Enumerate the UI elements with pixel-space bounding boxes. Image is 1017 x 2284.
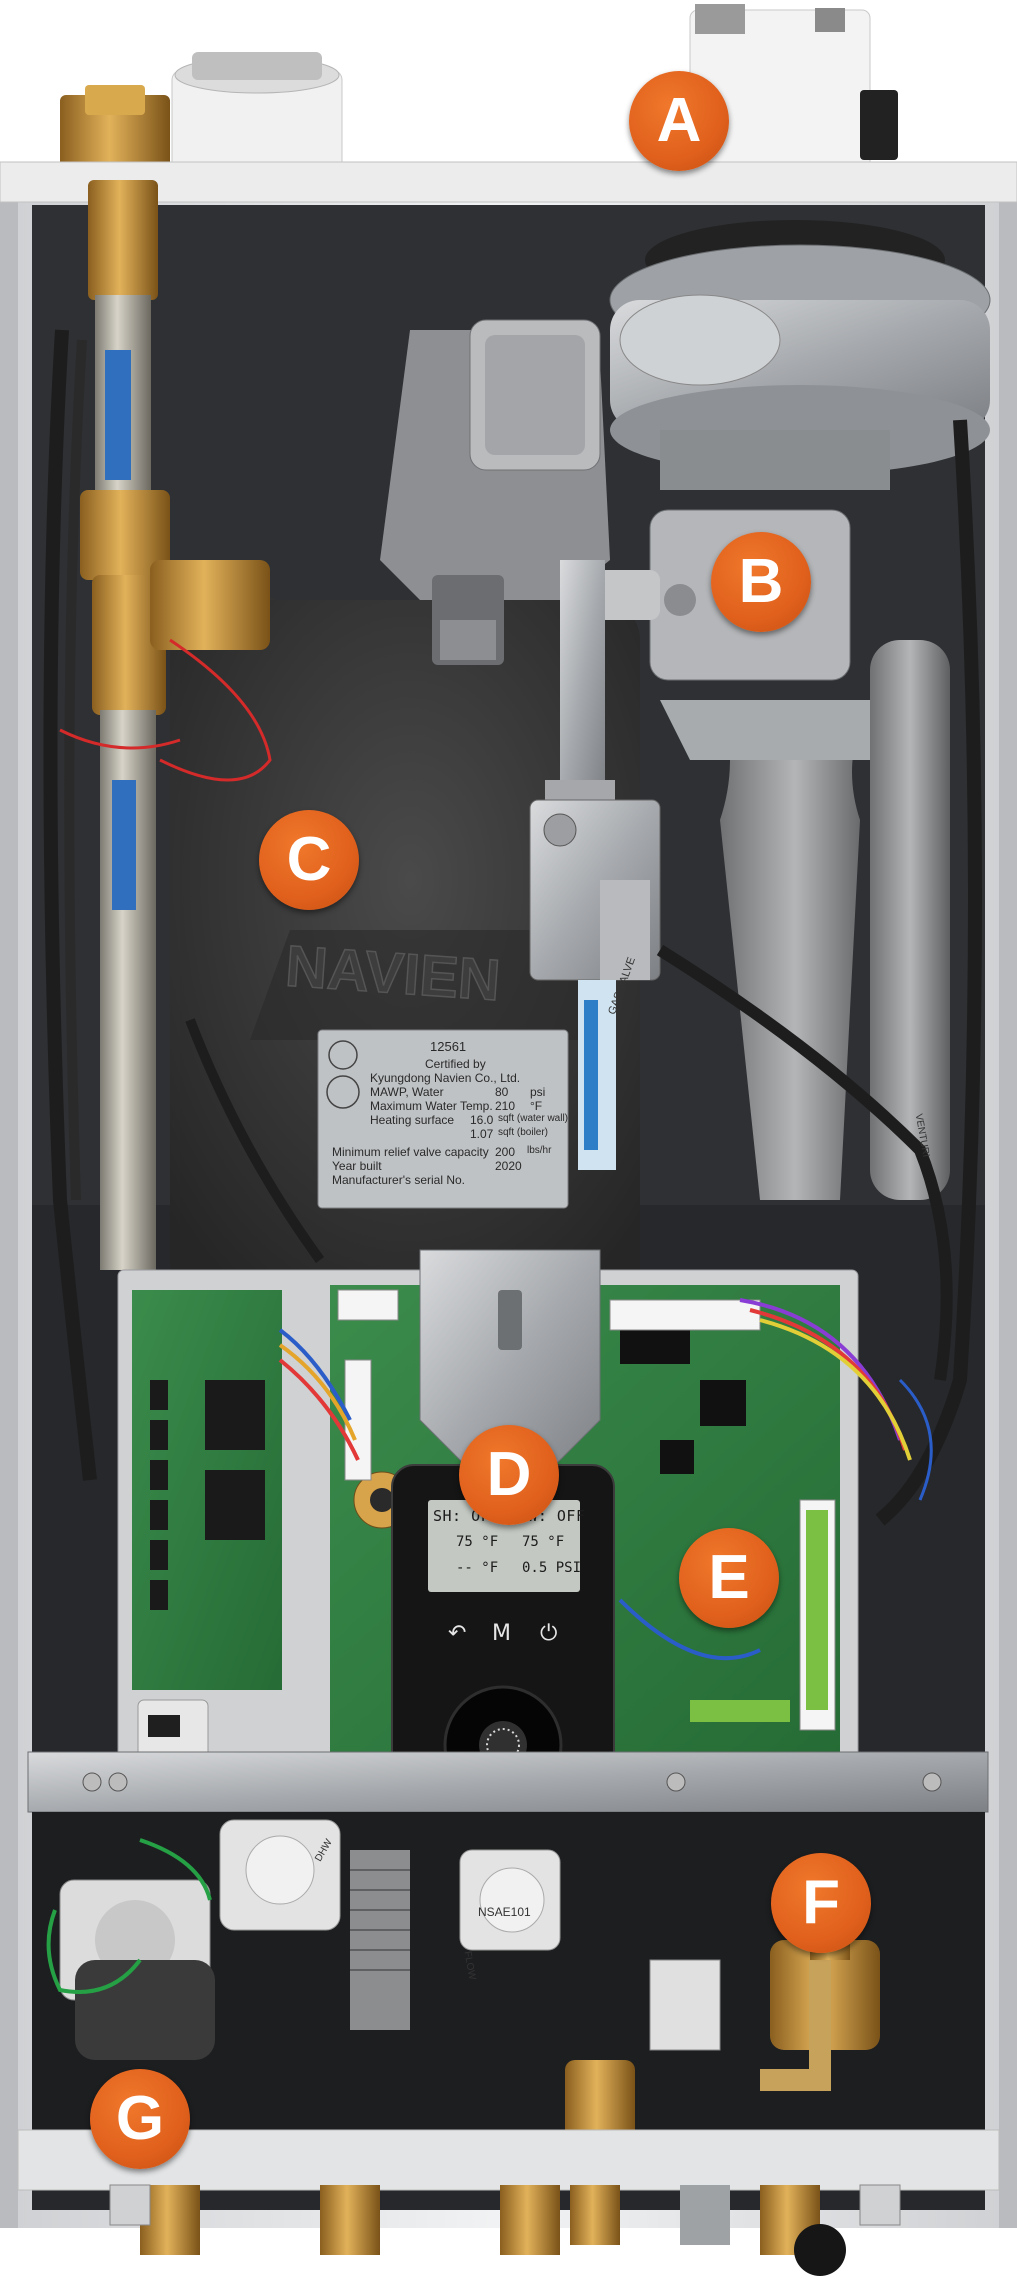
nameplate-serial-label: Manufacturer's serial No. (332, 1173, 466, 1187)
nameplate-heating-value1: 16.0 (470, 1113, 494, 1127)
nameplate-heating-value2: 1.07 (470, 1127, 494, 1141)
display-temp-right: 75 °F (522, 1534, 565, 1550)
nameplate-mawp-value: 80 (495, 1085, 509, 1099)
nameplate-year-value: 2020 (495, 1159, 522, 1173)
callout-a-badge: A (629, 71, 729, 171)
nameplate-year-label: Year built (332, 1159, 382, 1173)
nameplate-certified: Certified by (425, 1057, 486, 1071)
nameplate-maxtemp-label: Maximum Water Temp. (370, 1099, 493, 1113)
nameplate-mawp-unit: psi (530, 1085, 546, 1099)
nameplate-relief-value: 200 (495, 1145, 516, 1159)
display-temp-left: 75 °F (456, 1534, 499, 1550)
nsa-tag: NSAE101 (478, 1905, 531, 1919)
nameplate-heating-label: Heating surface (370, 1113, 455, 1127)
nameplate-mawp-label: MAWP, Water (370, 1085, 444, 1099)
callout-d-badge: D (459, 1425, 559, 1525)
nameplate-maxtemp-value: 210 (495, 1099, 516, 1113)
nameplate-relief-label: Minimum relief valve capacity (332, 1145, 489, 1159)
callout-c-badge: C (259, 810, 359, 910)
navien-cast-logo: NAVIEN (283, 933, 502, 1013)
callout-g-badge: G (90, 2069, 190, 2169)
callout-b-badge: B (711, 532, 811, 632)
nameplate-heating-unit1: sqft (water wall) (498, 1113, 569, 1124)
nameplate-heating-unit2: sqft (boiler) (498, 1127, 549, 1138)
power-icon[interactable]: ⏻ (540, 1621, 557, 1646)
callout-e-badge: E (679, 1528, 779, 1628)
back-icon[interactable]: ↶ (448, 1621, 466, 1646)
display-pressure: 0.5 PSI (522, 1560, 582, 1576)
nameplate-number: 12561 (430, 1039, 467, 1054)
display-temp-outdoor: -- °F (456, 1560, 499, 1576)
nameplate-maxtemp-unit: °F (530, 1099, 543, 1113)
nameplate-maker: Kyungdong Navien Co., Ltd. (370, 1071, 521, 1085)
callout-f-badge: F (771, 1853, 871, 1953)
menu-icon[interactable]: M (492, 1621, 511, 1646)
nameplate-relief-unit: lbs/hr (527, 1145, 552, 1156)
